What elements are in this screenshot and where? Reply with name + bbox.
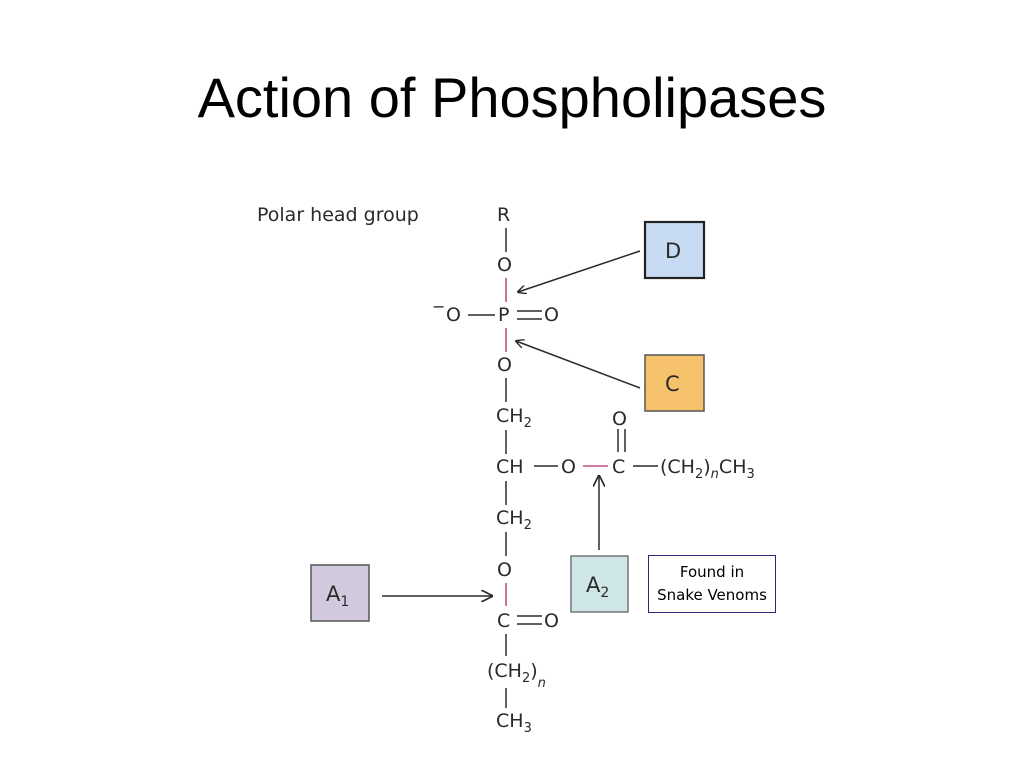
atom-ester-o: O (561, 456, 576, 478)
enzyme-c-box (644, 354, 705, 412)
enzyme-a1-label: A1 (326, 582, 349, 610)
ch3-end: CH3 (496, 710, 532, 736)
note-line-2: Snake Venoms (657, 586, 767, 604)
atom-p: P (498, 304, 509, 326)
atom-c-lower: C (497, 610, 510, 632)
atom-o-lower: O (497, 559, 512, 581)
sn1-chain: (CH2)n (487, 660, 546, 691)
enzyme-c-label: C (665, 372, 680, 396)
enzyme-a2-label: A2 (586, 573, 609, 601)
enzyme-d-label: D (665, 239, 681, 263)
enzyme-a2-box (570, 555, 629, 613)
atom-o-lower-right: O (544, 610, 559, 632)
atom-carbonyl-c: C (612, 456, 625, 478)
arrow-d (518, 250, 641, 292)
atom-carbonyl-o-top: O (612, 408, 627, 430)
arrow-c (516, 341, 641, 389)
polar-head-label: Polar head group (257, 204, 419, 226)
page-title: Action of Phospholipases (197, 66, 827, 129)
ch2-lower: CH2 (496, 507, 532, 533)
atom-r: R (497, 204, 510, 226)
enzyme-a1-box (310, 564, 370, 622)
snake-venom-note: Found in Snake Venoms (648, 555, 776, 613)
atom-ch: CH (496, 456, 524, 478)
enzyme-d-box (643, 220, 706, 280)
note-line-1: Found in (679, 563, 745, 581)
atom-o-left: O (446, 304, 461, 326)
atom-o-mid: O (497, 354, 512, 376)
atom-o-right: O (544, 304, 559, 326)
sn2-chain: (CH2)nCH3 (660, 456, 755, 482)
atom-o-top: O (497, 254, 512, 276)
o-minus-charge: − (432, 297, 445, 316)
ch2-upper: CH2 (496, 405, 532, 431)
